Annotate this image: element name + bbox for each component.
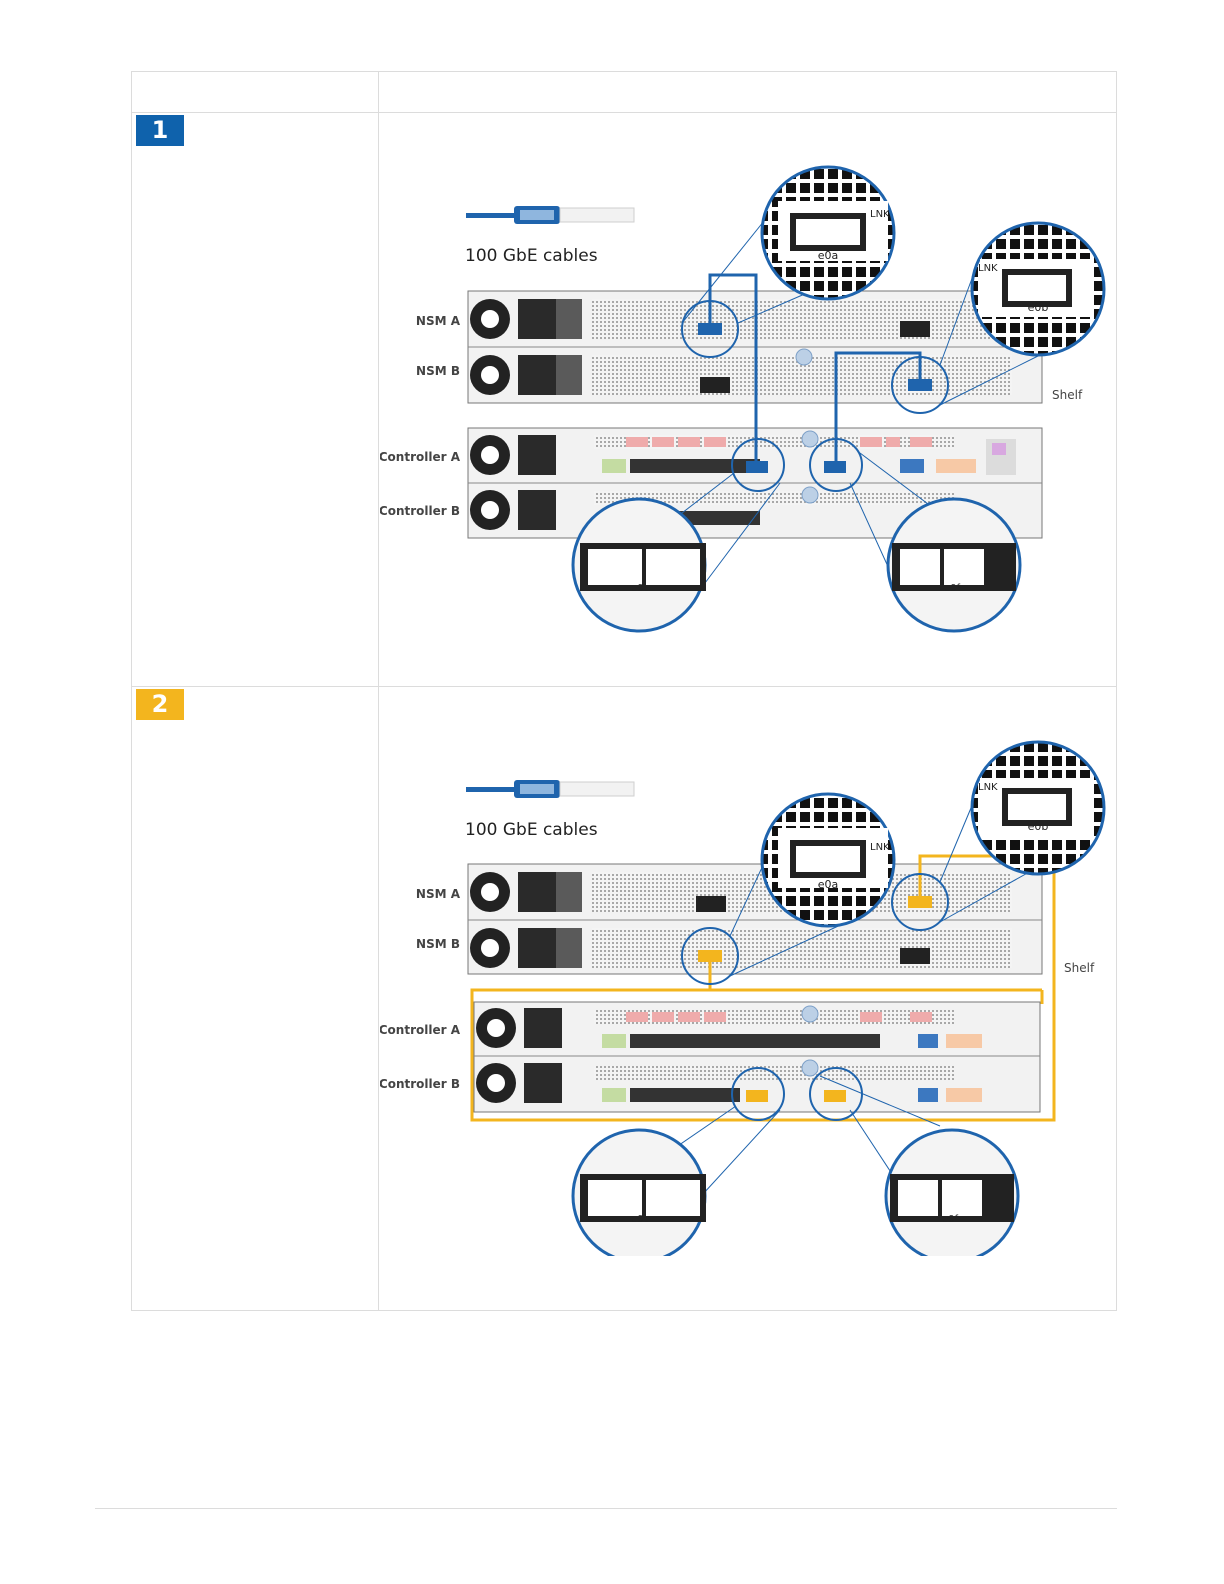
step-2-cabling-diagram: 100 GbE cables NSM A NSM B Controller A … [380, 686, 1115, 1256]
cable-icon [466, 780, 634, 798]
nsm-a-label: NSM A [416, 314, 461, 328]
cable-label: 100 GbE cables [465, 246, 598, 266]
nsm-b-label: NSM B [416, 364, 460, 378]
zoom-nsm-a-e0b: LNK e0b [972, 742, 1104, 874]
controller-a-label: Controller A [380, 1023, 461, 1037]
connector-controller-b-e0c [746, 1090, 768, 1102]
nsm-a-label: NSM A [416, 887, 461, 901]
controller-a-label: Controller A [380, 450, 461, 464]
shelf-chassis [468, 864, 1042, 974]
zoom-nsm-a-e0a: LNK e0a [762, 167, 894, 299]
zoom-nsm-b-e0b: LNK e0b [972, 223, 1104, 355]
connector-controller-b-e0f [824, 1090, 846, 1102]
lnk-label: LNK [978, 782, 998, 793]
zoom-controller-e0f: e0f [888, 499, 1020, 631]
e0a-label: e0a [818, 878, 839, 891]
step-1-cabling-diagram: 100 GbE cables NSM A NSM B Controller A … [380, 113, 1115, 683]
controller-b-label: Controller B [380, 504, 460, 518]
lnk-label: LNK [978, 263, 998, 274]
step-2-badge: 2 [136, 689, 184, 720]
lnk-label: LNK [870, 842, 890, 853]
cable-icon [466, 206, 634, 224]
e0a-label: e0a [818, 249, 839, 262]
footer-divider [95, 1508, 1117, 1509]
connector-nsm-a-e0a [698, 323, 722, 335]
zoom-controller-e0c: e0c [573, 1130, 706, 1256]
step-2-cabling-svg: 100 GbE cables NSM A NSM B Controller A … [380, 686, 1115, 1256]
e0c-label: e0c [631, 583, 649, 594]
zoom-controller-e0f: e0f [886, 1130, 1018, 1256]
shelf-label: Shelf [1064, 961, 1095, 975]
table-column-divider [378, 72, 379, 1310]
nsm-b-label: NSM B [416, 937, 460, 951]
step-1-badge: 1 [136, 115, 184, 146]
connector-controller-a-e0c [746, 461, 768, 473]
e0c-label: e0c [631, 1214, 649, 1225]
cable-label: 100 GbE cables [465, 820, 598, 840]
shelf-label: Shelf [1052, 388, 1083, 402]
connector-controller-a-e0f [824, 461, 846, 473]
connector-nsm-a-e0b [908, 896, 932, 908]
zoom-controller-e0c: e0c [573, 499, 706, 631]
controller-b-label: Controller B [380, 1077, 460, 1091]
e0b-label: e0b [1028, 820, 1049, 833]
step-1-cabling-svg: 100 GbE cables NSM A NSM B Controller A … [380, 113, 1115, 683]
e0f-label: e0f [944, 583, 961, 594]
connector-nsm-b-e0a [698, 950, 722, 962]
zoom-nsm-b-e0a: LNK e0a [762, 794, 894, 926]
e0b-label: e0b [1028, 301, 1049, 314]
e0f-label: e0f [942, 1214, 959, 1225]
connector-nsm-b-e0b [908, 379, 932, 391]
lnk-label: LNK [870, 209, 890, 220]
